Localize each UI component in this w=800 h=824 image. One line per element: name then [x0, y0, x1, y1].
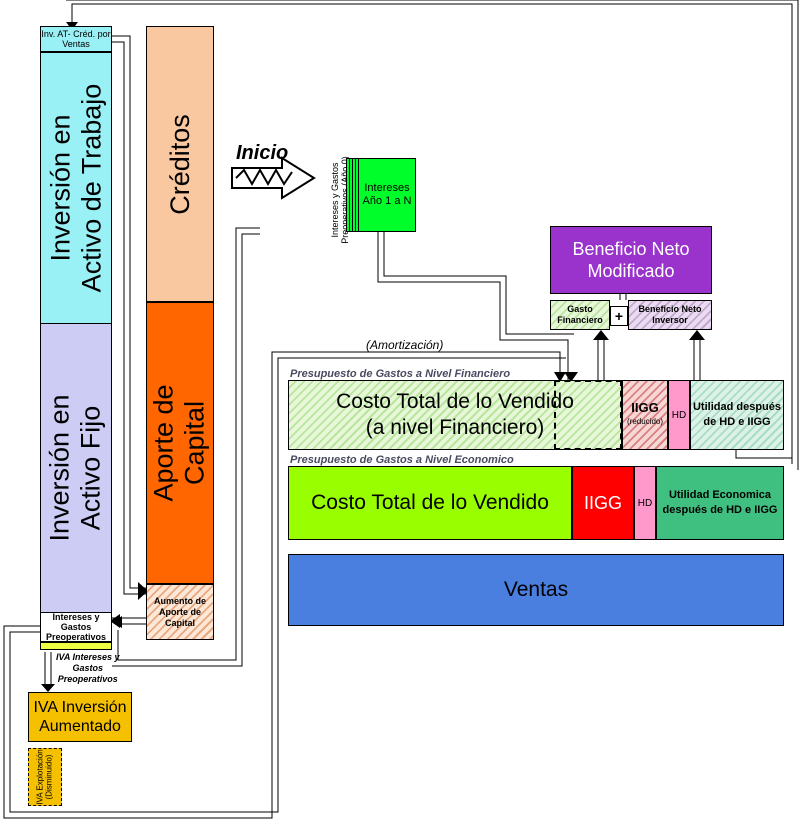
iva-intereses-label: IVA Intereses y Gastos Preoperativos: [56, 652, 120, 684]
activo-trabajo-line1: Inversión en: [45, 114, 75, 262]
gasto-financiero-overlay: [554, 380, 622, 450]
presupuesto-economico-label: Presupuesto de Gastos a Nivel Economico: [290, 454, 514, 466]
utilidad-financiero-box: Utilidad después de HD e IIGG: [690, 380, 784, 450]
presupuesto-financiero-label: Presupuesto de Gastos a Nivel Financiero: [290, 368, 511, 380]
intereses-anio-box: Intereses Año 1 a N: [358, 158, 416, 232]
aumento-aporte-box: Aumento de Aporte de Capital: [146, 584, 214, 640]
inv-at-credito-box: Inv. AT- Créd. por Ventas: [40, 26, 112, 52]
hd-financiero-box: HD: [668, 380, 690, 450]
beneficio-neto-box: Beneficio Neto Modificado: [550, 226, 712, 294]
activo-fijo-line1: Inversión en: [45, 394, 75, 542]
hd-economico-box: HD: [634, 466, 656, 540]
activo-fijo-box: Inversión en Activo Fijo: [40, 323, 112, 613]
activo-fijo-line2: Activo Fijo: [76, 405, 106, 531]
utilidad-economico-box: Utilidad Economica después de HD e IIGG: [656, 466, 784, 540]
iva-explotacion-box: IVA Explotación (Disminuido): [28, 748, 62, 806]
costo-financiero-box: Costo Total de lo Vendido (a nivel Finan…: [288, 380, 622, 450]
iigg-reducido-box: IIGG (reducido): [622, 380, 668, 450]
activo-trabajo-line2: Activo de Trabajo: [76, 83, 106, 293]
gasto-financiero-box: Gasto Financiero: [550, 300, 610, 330]
iva-inversion-box: IVA Inversión Aumentado: [28, 692, 132, 742]
activo-trabajo-box: Inversión en Activo de Trabajo: [40, 52, 112, 324]
beneficio-inversor-box: Beneficio Neto Inversor: [628, 300, 712, 330]
inicio-label: Inicio: [236, 142, 289, 164]
iva-intereses-strip: [40, 642, 112, 650]
creditos-box: Créditos: [146, 26, 214, 302]
creditos-label: Créditos: [164, 113, 195, 215]
intereses-gastos-box: Intereses y Gastos Preoperativos: [40, 612, 112, 642]
inv-at-credito-label: Inv. AT- Créd. por Ventas: [41, 29, 111, 49]
intereses-gastos-label: Intereses y Gastos Preoperativos: [45, 612, 107, 642]
costo-economico-box: Costo Total de lo Vendido: [288, 466, 572, 540]
ventas-box: Ventas: [288, 554, 784, 626]
plus-box: +: [610, 306, 628, 326]
aporte-capital-box: Aporte de Capital: [146, 302, 214, 584]
amortizacion-label: (Amortización): [366, 338, 444, 352]
iigg-economico-box: IIGG: [572, 466, 634, 540]
